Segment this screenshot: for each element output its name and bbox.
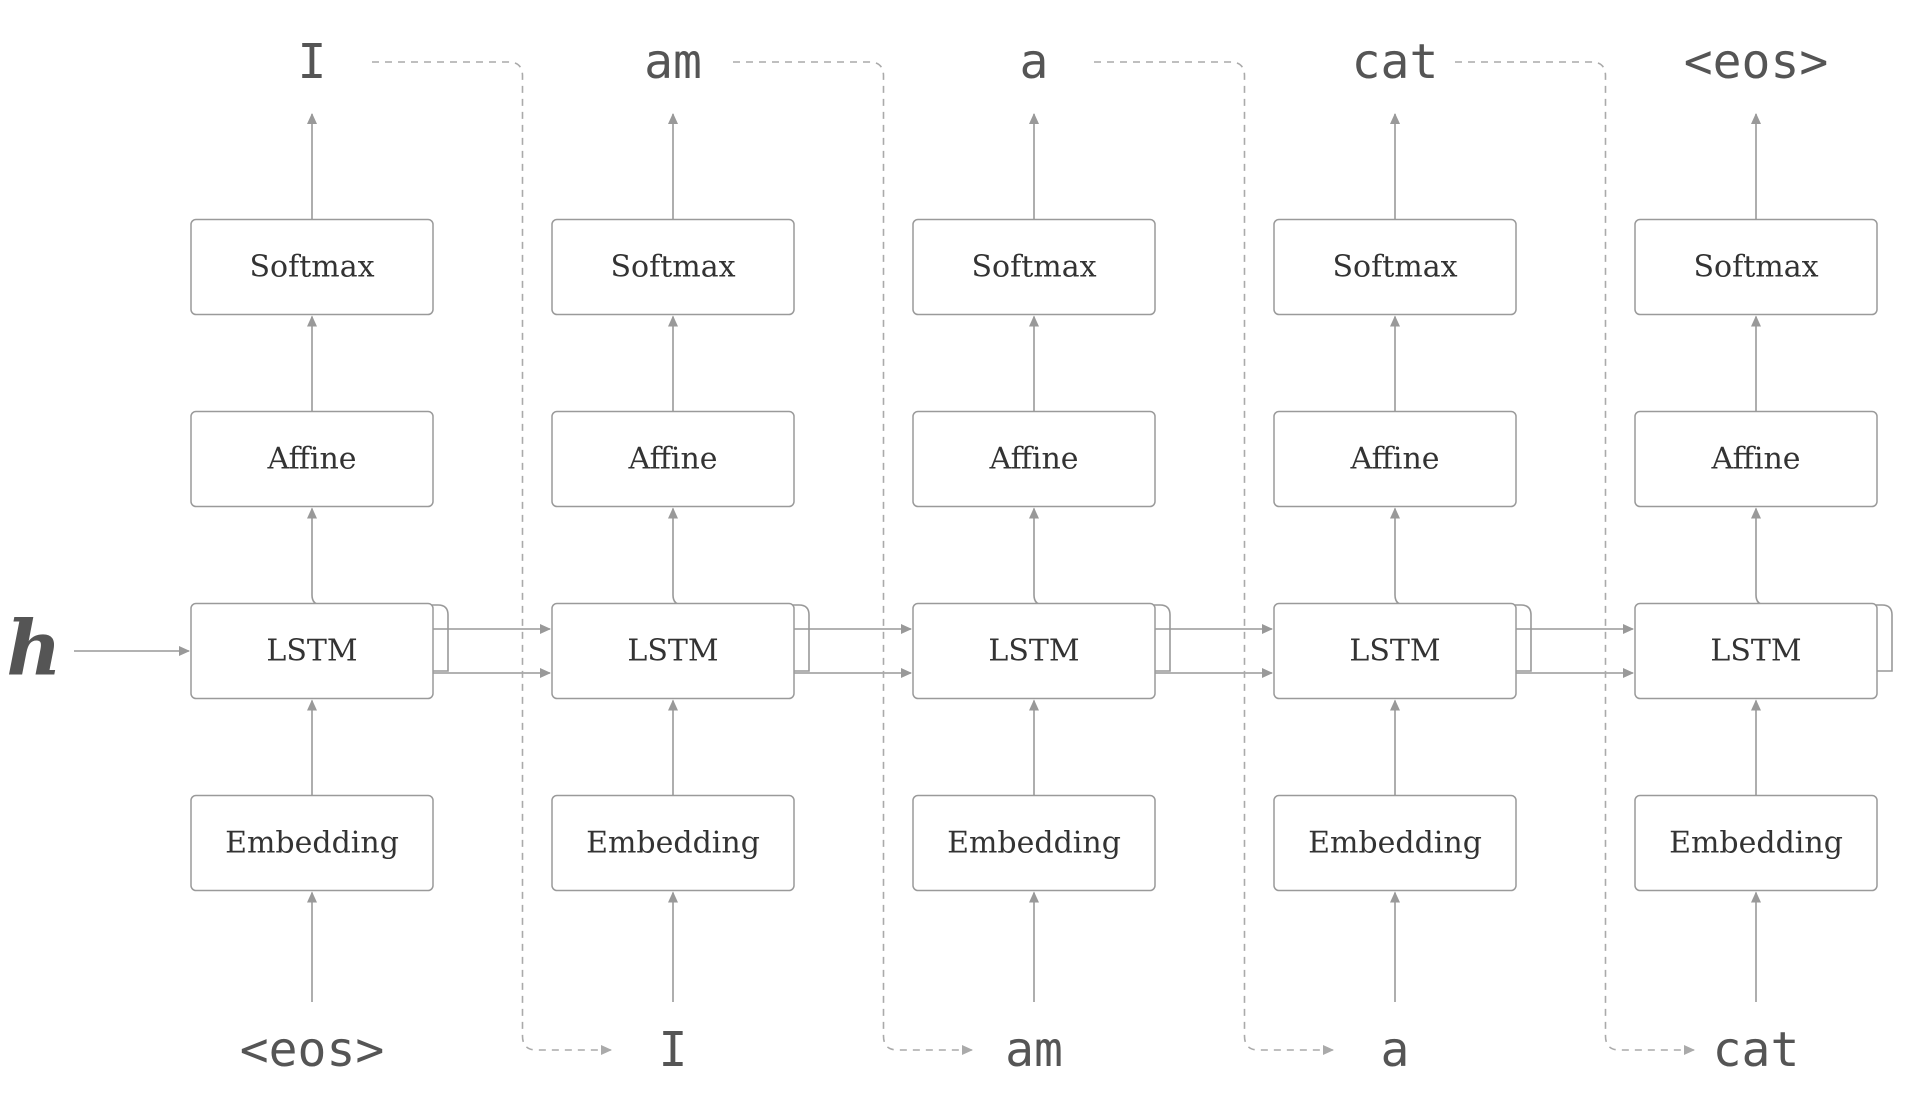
lstm-to-affine-arrow (1390, 507, 1532, 672)
output-token: I (298, 34, 327, 90)
input-token: cat (1713, 1022, 1800, 1078)
embedding-layer-label: Embedding (1308, 826, 1482, 861)
softmax-layer-label: Softmax (610, 250, 735, 285)
softmax-layer-box (912, 218, 1156, 316)
output-feedback-dashed-arrow (733, 61, 973, 1055)
embedding-layer-box (190, 794, 434, 892)
embedding-layer-label: Embedding (586, 826, 760, 861)
softmax-layer-label: Softmax (249, 250, 374, 285)
affine-layer-box (1273, 410, 1517, 508)
embedding-layer-box (912, 794, 1156, 892)
softmax-layer-box (1634, 218, 1878, 316)
softmax-layer-box (551, 218, 795, 316)
output-token: cat (1352, 34, 1439, 90)
lstm-layer-box (1634, 602, 1878, 700)
softmax-layer-label: Softmax (1332, 250, 1457, 285)
input-token: <eos> (240, 1022, 385, 1078)
embedding-layer-label: Embedding (947, 826, 1121, 861)
output-feedback-dashed-arrow (1455, 61, 1695, 1055)
softmax-layer-box (190, 218, 434, 316)
affine-layer-label: Affine (1710, 442, 1800, 477)
lstm-to-affine-arrow (307, 507, 449, 672)
output-token: a (1020, 34, 1049, 90)
lstm-layer-box (551, 602, 795, 700)
lstm-layer-label: LSTM (1710, 634, 1801, 669)
embedding-layer-label: Embedding (1669, 826, 1843, 861)
lstm-layer-box (912, 602, 1156, 700)
lstm-layer-label: LSTM (988, 634, 1079, 669)
embedding-layer-box (1273, 794, 1517, 892)
lstm-layer-label: LSTM (266, 634, 357, 669)
affine-layer-box (190, 410, 434, 508)
embedding-layer-label: Embedding (225, 826, 399, 861)
lstm-layer-label: LSTM (627, 634, 718, 669)
lstm-to-affine-arrow (1029, 507, 1171, 672)
input-token: I (659, 1022, 688, 1078)
embedding-layer-box (1634, 794, 1878, 892)
affine-layer-box (912, 410, 1156, 508)
affine-layer-box (551, 410, 795, 508)
input-token: am (1005, 1022, 1063, 1078)
affine-layer-label: Affine (266, 442, 356, 477)
softmax-layer-label: Softmax (1693, 250, 1818, 285)
output-feedback-dashed-arrow (372, 61, 612, 1055)
lstm-layer-label: LSTM (1349, 634, 1440, 669)
softmax-layer-label: Softmax (971, 250, 1096, 285)
decoder-columns: SoftmaxAffineLSTMEmbeddingI<eos>SoftmaxA… (190, 34, 1878, 1078)
lstm-to-affine-arrow (668, 507, 810, 672)
affine-layer-label: Affine (1349, 442, 1439, 477)
initial-hidden-state-label: h (6, 604, 61, 693)
embedding-layer-box (551, 794, 795, 892)
input-token: a (1381, 1022, 1410, 1078)
affine-layer-label: Affine (627, 442, 717, 477)
output-feedback-dashed-arrow (1094, 61, 1334, 1055)
lstm-layer-box (190, 602, 434, 700)
affine-layer-box (1634, 410, 1878, 508)
lstm-layer-box (1273, 602, 1517, 700)
lstm-to-affine-arrow (1751, 507, 1893, 672)
affine-layer-label: Affine (988, 442, 1078, 477)
softmax-layer-box (1273, 218, 1517, 316)
output-token: am (644, 34, 702, 90)
output-token: <eos> (1684, 34, 1829, 90)
connections (74, 61, 1893, 1055)
